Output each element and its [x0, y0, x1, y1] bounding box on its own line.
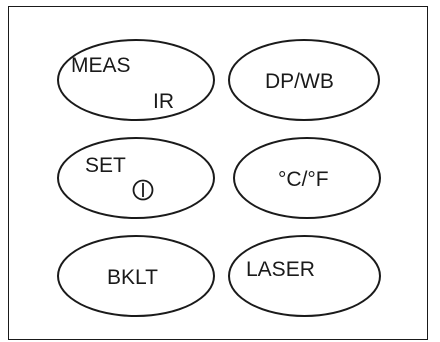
power-icon	[132, 179, 154, 201]
dp-wb-button[interactable]: DP/WB	[228, 39, 380, 121]
meas-ir-button[interactable]: MEAS IR	[57, 39, 215, 121]
keypad-panel: MEAS IR DP/WB SET °C/°F BKLT LASER	[8, 6, 428, 340]
backlight-button[interactable]: BKLT	[57, 235, 215, 317]
set-power-button[interactable]: SET	[57, 137, 215, 219]
ir-label: IR	[153, 90, 174, 113]
bklt-label: BKLT	[107, 266, 158, 289]
laser-label: LASER	[246, 258, 315, 281]
set-label: SET	[85, 154, 126, 177]
celsius-fahrenheit-button[interactable]: °C/°F	[233, 137, 381, 219]
dp-wb-label: DP/WB	[265, 70, 334, 93]
meas-label: MEAS	[71, 54, 131, 77]
laser-button[interactable]: LASER	[228, 235, 381, 317]
unit-label: °C/°F	[278, 168, 329, 191]
